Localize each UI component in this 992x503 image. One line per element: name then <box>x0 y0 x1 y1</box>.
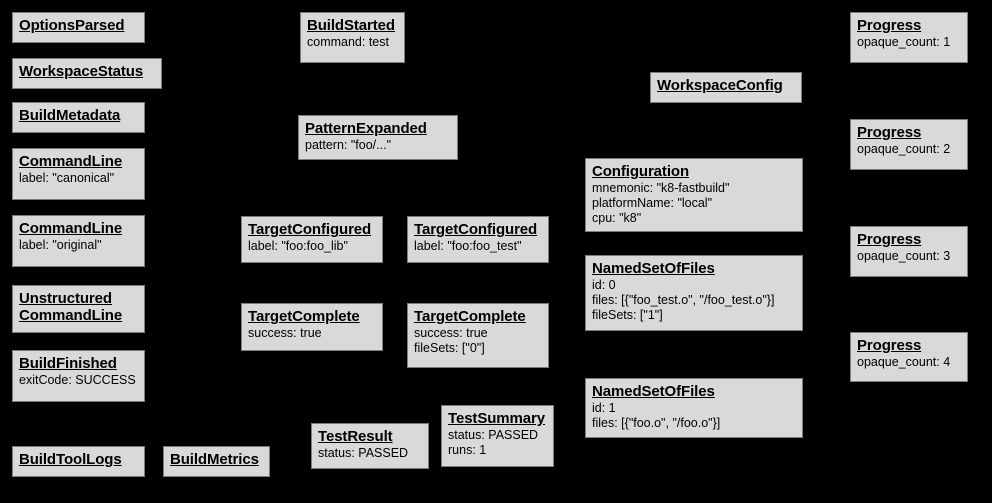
node-title: Configuration <box>592 163 690 180</box>
node-workspace-status[interactable]: WorkspaceStatus <box>12 58 162 89</box>
node-title: BuildMetrics <box>170 451 259 468</box>
node-title: BuildStarted <box>307 17 395 34</box>
node-title: BuildToolLogs <box>19 451 122 468</box>
node-title: Progress <box>857 231 922 248</box>
node-build-tool-logs[interactable]: BuildToolLogs <box>12 446 145 477</box>
node-fields: label: "foo:foo_test" <box>414 239 522 253</box>
node-title: NamedSetOfFiles <box>592 383 715 400</box>
node-fields: opaque_count: 1 <box>857 35 951 49</box>
node-fields: mnemonic: "k8-fastbuild" platformName: "… <box>592 181 730 225</box>
node-title: PatternExpanded <box>305 120 427 137</box>
node-title: Progress <box>857 17 922 34</box>
node-title: WorkspaceConfig <box>657 77 783 94</box>
node-options-parsed[interactable]: OptionsParsed <box>12 12 145 43</box>
node-build-metadata[interactable]: BuildMetadata <box>12 102 145 133</box>
node-title: CommandLine <box>19 153 123 170</box>
node-title: TestSummary <box>448 410 545 427</box>
node-title: Unstructured CommandLine <box>19 290 123 324</box>
node-title: OptionsParsed <box>19 17 125 34</box>
node-title: WorkspaceStatus <box>19 63 144 80</box>
node-title: Progress <box>857 337 922 354</box>
node-title: TargetComplete <box>414 308 526 325</box>
node-fields: success: true fileSets: ["0"] <box>414 326 488 355</box>
node-fields: opaque_count: 2 <box>857 142 951 156</box>
node-fields: id: 1 files: [{"foo.o", "/foo.o"}] <box>592 401 721 430</box>
node-title: Progress <box>857 124 922 141</box>
node-build-metrics[interactable]: BuildMetrics <box>163 446 270 477</box>
node-fields: command: test <box>307 35 389 49</box>
node-fields: exitCode: SUCCESS <box>19 373 136 387</box>
node-fields: label: "foo:foo_lib" <box>248 239 348 253</box>
node-title: TargetComplete <box>248 308 360 325</box>
node-fields: id: 0 files: [{"foo_test.o", "/foo_test.… <box>592 278 775 322</box>
node-fields: label: "canonical" <box>19 171 115 185</box>
node-title: NamedSetOfFiles <box>592 260 715 277</box>
node-unstructured-command-line[interactable]: Unstructured CommandLine <box>12 285 145 333</box>
node-fields: opaque_count: 3 <box>857 249 951 263</box>
node-title: BuildMetadata <box>19 107 121 124</box>
node-title: TestResult <box>318 428 393 445</box>
node-fields: label: "original" <box>19 238 102 252</box>
node-title: TargetConfigured <box>414 221 538 238</box>
node-title: BuildFinished <box>19 355 117 372</box>
node-fields: status: PASSED runs: 1 <box>448 428 539 457</box>
node-fields: status: PASSED <box>318 446 409 460</box>
node-title: CommandLine <box>19 220 123 237</box>
node-title: TargetConfigured <box>248 221 372 238</box>
node-workspace-config[interactable]: WorkspaceConfig <box>650 72 802 103</box>
node-fields: opaque_count: 4 <box>857 355 951 369</box>
node-fields: success: true <box>248 326 322 340</box>
node-fields: pattern: "foo/..." <box>305 138 392 152</box>
